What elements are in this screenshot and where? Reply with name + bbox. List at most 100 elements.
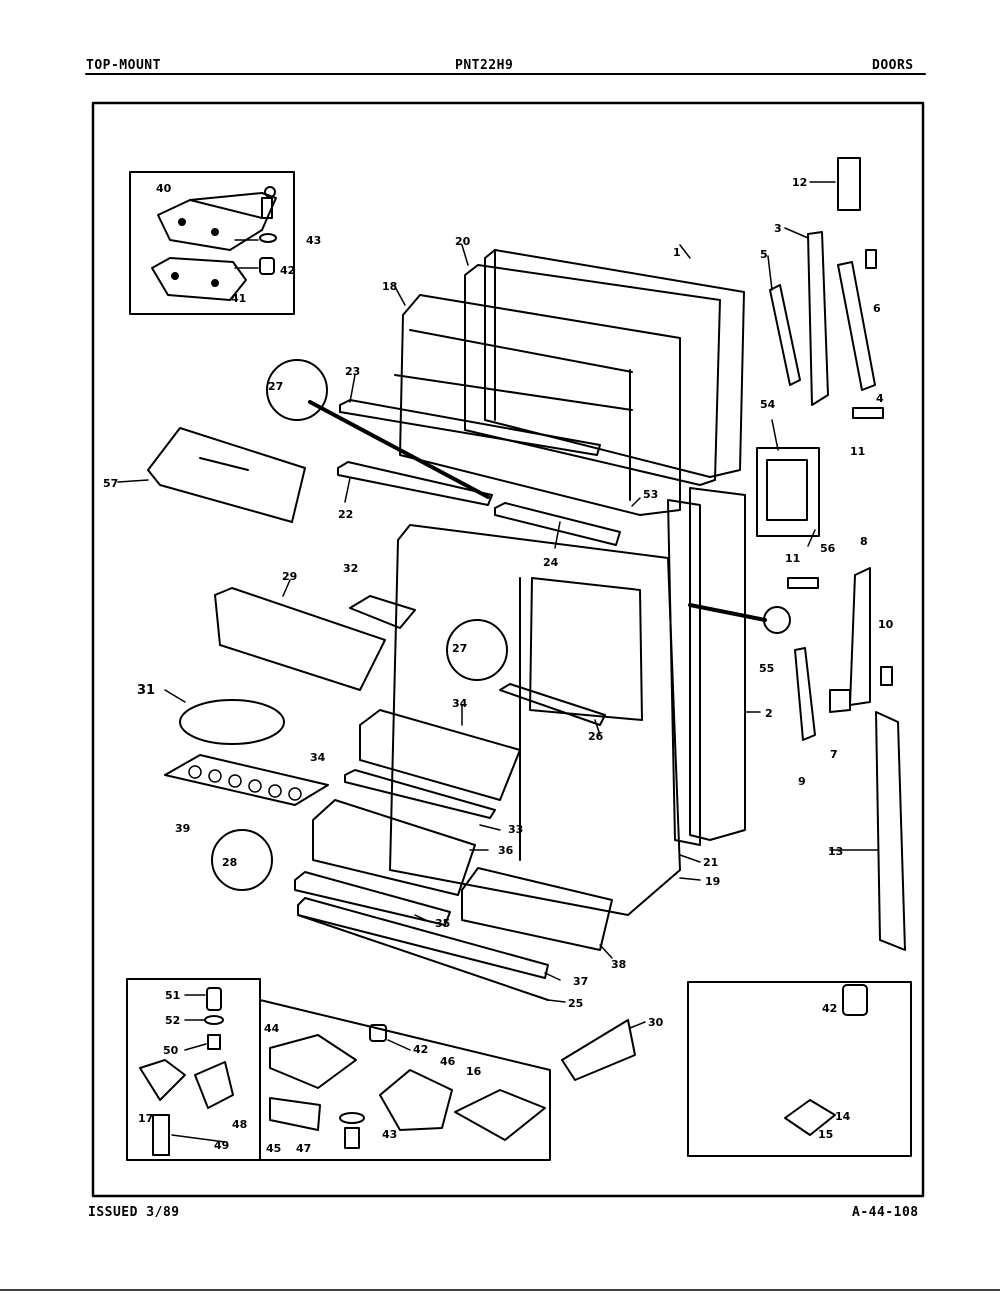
- callout-7: 7: [830, 748, 838, 761]
- callout-38: 38: [611, 958, 626, 971]
- callout-28: 28: [222, 856, 237, 869]
- callout-5: 5: [760, 248, 768, 261]
- header-left: TOP-MOUNT: [86, 58, 161, 73]
- callout-41: 41: [231, 292, 246, 305]
- callout-35: 35: [435, 917, 450, 930]
- fresh-food-door-liner: [389, 524, 681, 916]
- hinge-bracket-16: [454, 1089, 546, 1141]
- callout-55: 55: [759, 662, 774, 675]
- callout-13: 13: [828, 845, 843, 858]
- plug-14-15: [784, 1099, 836, 1136]
- freezer-shelf-bar-middle: [337, 461, 493, 506]
- shelf-bar-26: [499, 683, 606, 726]
- bin-bar-33: [344, 769, 496, 819]
- butter-dish-31: [179, 699, 285, 745]
- fresh-food-door-panel: [689, 487, 746, 841]
- callout-16: 16: [466, 1065, 482, 1078]
- callout-40: 40: [156, 182, 172, 195]
- callout-42-top: 42: [280, 264, 295, 277]
- callout-15: 15: [818, 1128, 833, 1141]
- freezer-shelf-bar-lower: [494, 502, 621, 546]
- header-right: DOORS: [872, 58, 914, 73]
- callout-22: 22: [338, 508, 353, 521]
- callout-47: 47: [296, 1142, 311, 1155]
- bushing-42-right: [842, 984, 868, 1016]
- callout-53: 53: [643, 488, 658, 501]
- hinge-plate-44: [269, 1034, 357, 1089]
- callout-50: 50: [163, 1044, 179, 1057]
- freezer-door-liner: [399, 294, 681, 516]
- callout-24: 24: [543, 556, 559, 569]
- callout-3: 3: [774, 222, 782, 235]
- callout-43-bottom: 43: [382, 1128, 397, 1141]
- bushing-part: [259, 257, 275, 275]
- callout-34-left: 34: [310, 751, 326, 764]
- callout-23: 23: [345, 365, 360, 378]
- plug-6: [865, 249, 877, 269]
- hinge-inset-bottom-center: [259, 999, 551, 1161]
- hinge-inset-top: [129, 171, 295, 315]
- inset-bottom-right: [687, 981, 912, 1157]
- callout-27-middle: 27: [452, 642, 467, 655]
- callout-18: 18: [382, 280, 397, 293]
- callout-17: 17: [138, 1112, 153, 1125]
- strip-13: [875, 711, 906, 951]
- callout-11-top: 11: [850, 445, 865, 458]
- diagram-frame: [91, 101, 925, 1198]
- hinge-inset-bottom-left: [126, 978, 261, 1161]
- callout-43-top: 43: [306, 234, 321, 247]
- callout-27-top: 27: [268, 380, 283, 393]
- trim-11-top: [852, 407, 884, 419]
- footer-left: ISSUED 3/89: [88, 1205, 180, 1220]
- shim-45: [269, 1097, 321, 1131]
- hinge-cover-30: [561, 1019, 636, 1081]
- handle-5: [769, 284, 801, 386]
- callout-12: 12: [792, 176, 807, 189]
- freezer-door-gasket: [464, 264, 721, 486]
- callout-34-top: 34: [452, 697, 468, 710]
- callout-4: 4: [876, 392, 884, 405]
- callout-44: 44: [264, 1022, 280, 1035]
- callout-36: 36: [498, 844, 514, 857]
- trim-11-bottom: [787, 577, 819, 589]
- callout-numbers: 1 2 3 4 5 6 7 8 9 10 11 11 12 13 14 15 1…: [103, 176, 894, 1155]
- handle-4: [837, 261, 876, 391]
- callout-10: 10: [878, 618, 894, 631]
- callout-8: 8: [860, 535, 868, 548]
- callout-9: 9: [798, 775, 806, 788]
- callout-52: 52: [165, 1014, 180, 1027]
- callout-20: 20: [455, 235, 471, 248]
- hinge-cover-12: [837, 157, 861, 211]
- callout-21: 21: [703, 856, 718, 869]
- callout-25: 25: [568, 997, 583, 1010]
- callout-48: 48: [232, 1118, 247, 1131]
- header-center: PNT22H9: [455, 58, 514, 73]
- cam-55: [763, 606, 791, 634]
- shelf-clip-32: [349, 595, 416, 629]
- footer-right: A-44-108: [852, 1205, 919, 1220]
- callout-57: 57: [103, 477, 118, 490]
- callout-26: 26: [588, 730, 604, 743]
- door-bin-36: [312, 799, 476, 896]
- door-shelf-29: [214, 587, 386, 691]
- bracket-7: [829, 689, 851, 713]
- butter-compartment: [147, 427, 306, 523]
- handle-8: [849, 567, 871, 706]
- callout-56: 56: [820, 542, 836, 555]
- callout-54: 54: [760, 398, 776, 411]
- callout-29: 29: [282, 570, 297, 583]
- egg-tray-39: [164, 754, 329, 806]
- callout-11-bottom: 11: [785, 552, 800, 565]
- callout-1: 1: [673, 246, 681, 259]
- callout-42-center: 42: [413, 1043, 428, 1056]
- plug-10: [880, 666, 893, 686]
- callout-14: 14: [835, 1110, 851, 1123]
- leader-lines: [117, 181, 879, 1143]
- freezer-shelf-bar-top: [339, 399, 601, 456]
- washer-part: [259, 233, 277, 243]
- callout-42-right: 42: [822, 1002, 837, 1015]
- callout-19: 19: [705, 875, 720, 888]
- callout-39: 39: [175, 822, 190, 835]
- bushing-42: [369, 1024, 387, 1042]
